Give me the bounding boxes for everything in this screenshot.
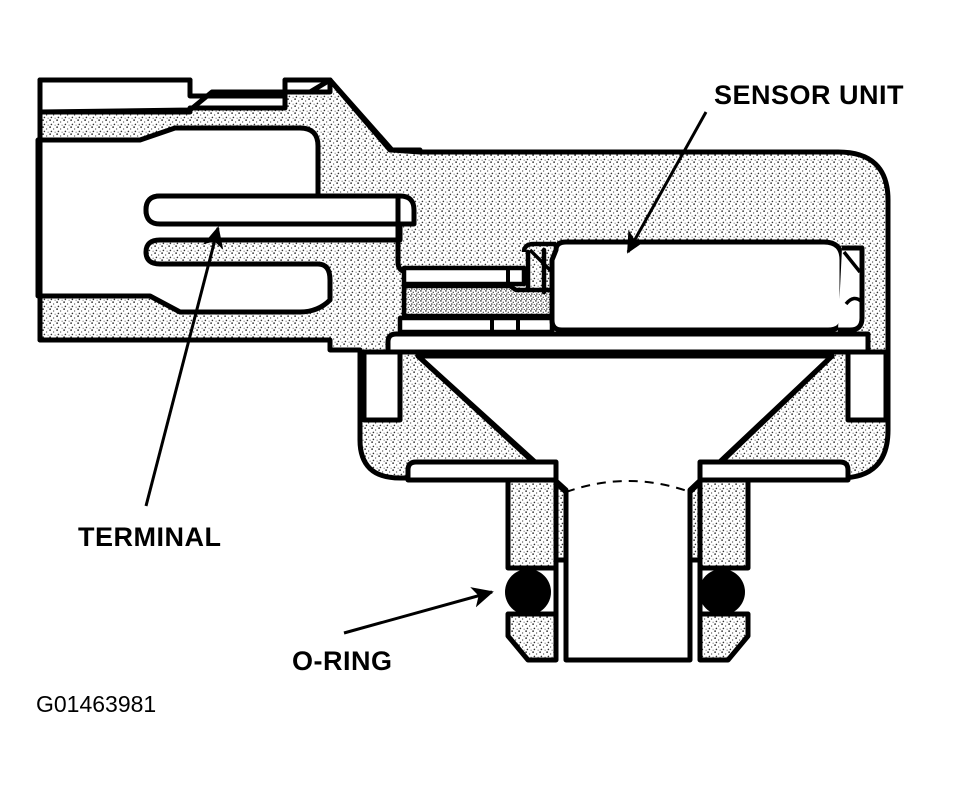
right-flange-undercut bbox=[697, 459, 851, 483]
callout-label-sensor-unit: SENSOR UNIT bbox=[714, 80, 904, 110]
o-ring-left bbox=[505, 569, 551, 615]
callout-label-terminal: TERMINAL bbox=[78, 522, 221, 552]
connector-upper-lip bbox=[37, 77, 333, 115]
terminal-blade bbox=[143, 193, 417, 227]
sensor-pin-post bbox=[525, 247, 547, 295]
o-ring-right bbox=[699, 569, 745, 615]
port-nipple-left-wall bbox=[505, 477, 559, 663]
callout-leaders bbox=[144, 111, 708, 635]
sensor-unit-leader-line bbox=[626, 111, 708, 254]
o-ring-leader-line bbox=[343, 587, 494, 635]
hood-to-body-taper-upper bbox=[327, 77, 423, 155]
terminal-leader-line bbox=[144, 226, 224, 507]
left-flange-undercut bbox=[405, 459, 559, 483]
callout-label-o-ring: O-RING bbox=[292, 646, 393, 676]
sensor-unit-body bbox=[549, 239, 845, 333]
sensor-pin-diagonal bbox=[528, 248, 554, 274]
pin-channel-upper bbox=[401, 265, 527, 287]
left-notch-post bbox=[361, 349, 403, 423]
sensor-housing-group bbox=[35, 77, 891, 663]
bore-top-arc bbox=[565, 480, 691, 493]
sensor-retainer-right-rib bbox=[842, 250, 864, 306]
pin-channel-lower bbox=[397, 315, 555, 335]
sensor-pin-bracket bbox=[521, 241, 556, 253]
right-notch-post bbox=[845, 349, 889, 423]
sensor-chamber-floor bbox=[385, 331, 871, 355]
connector-hood-top-step bbox=[37, 77, 333, 115]
port-nipple-right-wall bbox=[697, 477, 751, 663]
figure-id-label: G01463981 bbox=[36, 691, 156, 717]
